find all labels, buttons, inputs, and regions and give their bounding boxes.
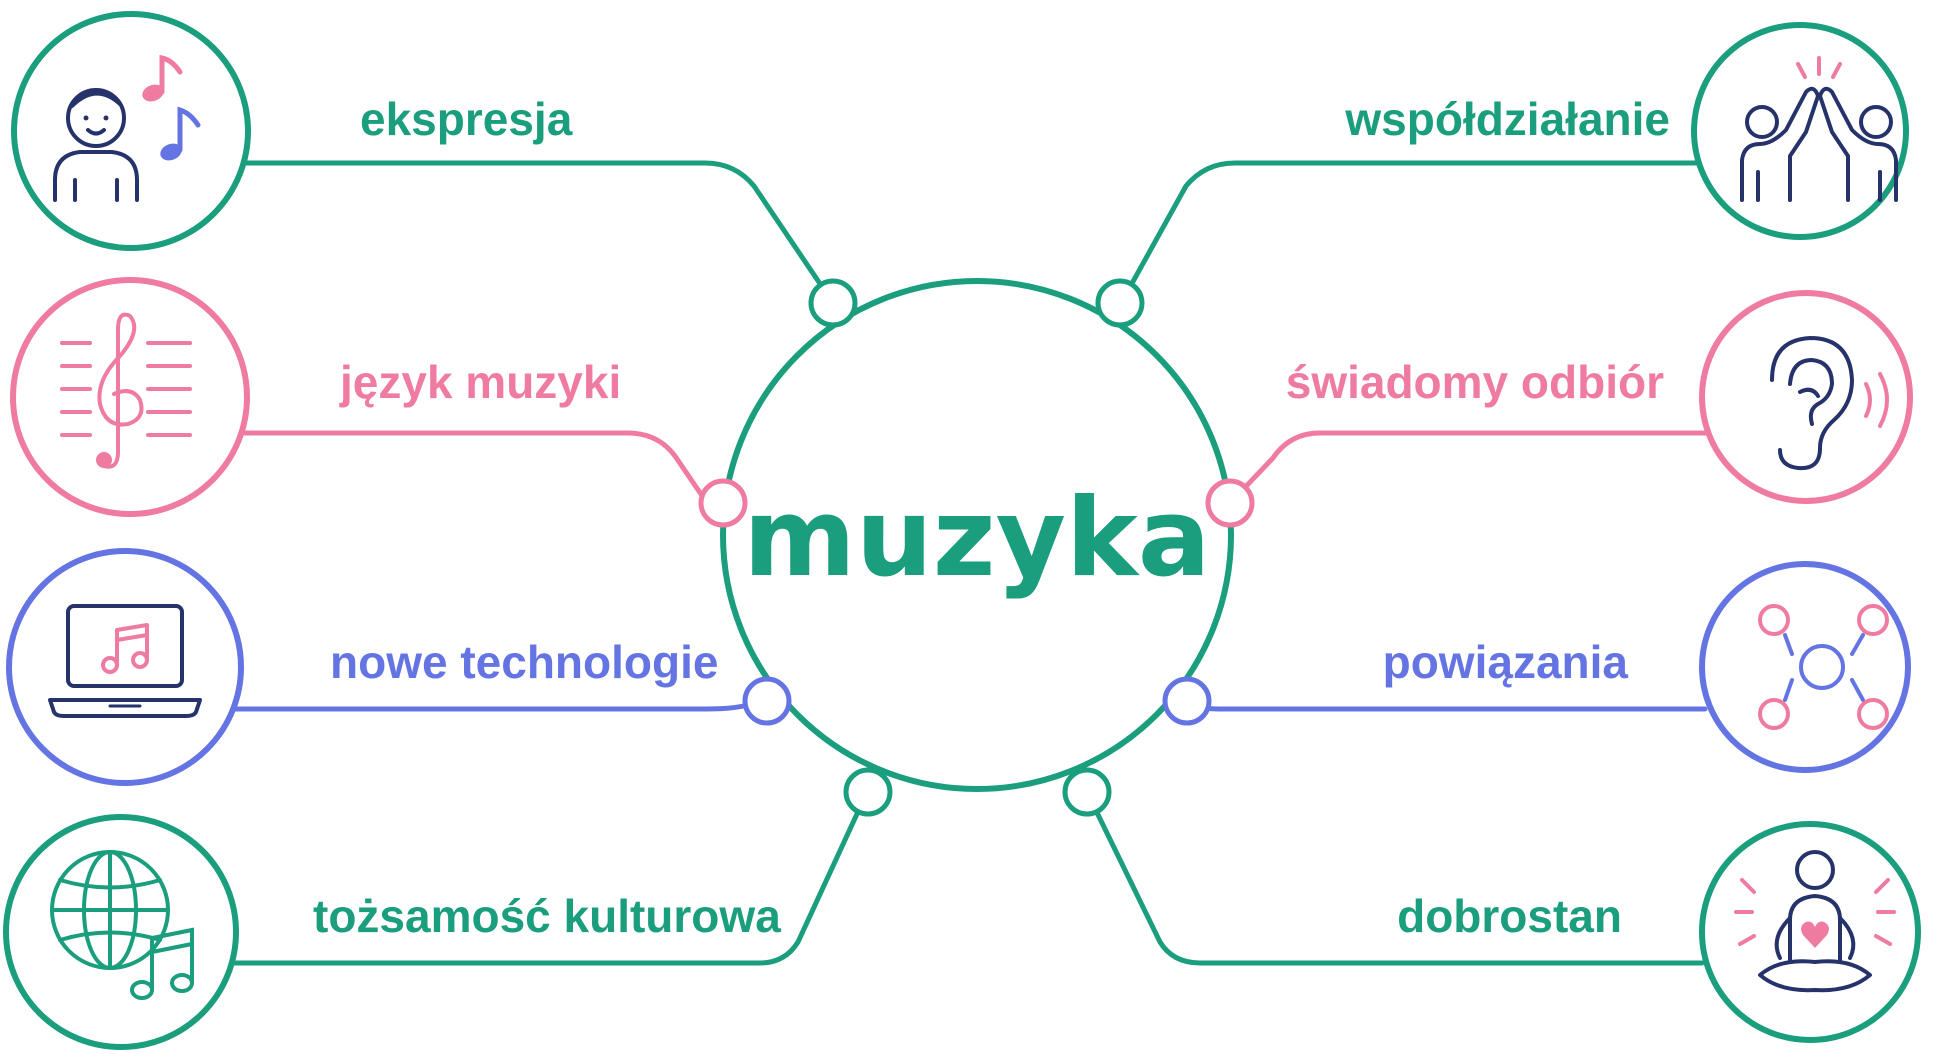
connector-jezyk-muzyki xyxy=(242,430,710,506)
label-tozsamosc-kulturowa: tożsamość kulturowa xyxy=(313,890,781,942)
connector-ekspresja xyxy=(242,160,836,306)
icon-circle-powiazania xyxy=(1699,561,1911,773)
connector-dobrostan xyxy=(1084,789,1705,966)
label-nowe-technologie: nowe technologie xyxy=(330,636,718,688)
label-wspoldzialanie: współdziałanie xyxy=(1344,93,1670,145)
high-five-icon xyxy=(1740,86,1898,202)
radiance-lines-icon xyxy=(1734,878,1896,946)
center-title: muzyka xyxy=(743,476,1210,601)
treble-clef-icon xyxy=(60,312,192,469)
heart-icon xyxy=(1801,921,1829,948)
junction-nodes xyxy=(698,278,1255,817)
node-ekspresja xyxy=(808,278,858,328)
icon-circle-nowe-technologie xyxy=(6,548,244,786)
connector-tozsamosc-kulturowa xyxy=(230,787,871,966)
music-note-blue-icon xyxy=(160,106,201,161)
spark-lines-icon xyxy=(1796,56,1842,79)
node-jezyk-muzyki xyxy=(698,478,748,528)
music-note-pink-icon xyxy=(142,54,183,102)
network-nodes-icon xyxy=(1758,604,1889,730)
node-nowe-technologie xyxy=(742,676,792,726)
laptop-music-icon xyxy=(48,604,202,718)
node-powiazania xyxy=(1162,676,1212,726)
connector-powiazania xyxy=(1184,700,1708,712)
label-powiazania: powiązania xyxy=(1383,636,1629,688)
label-jezyk-muzyki: język muzyki xyxy=(339,356,621,408)
icon-circle-dobrostan xyxy=(1699,821,1921,1043)
node-dobrostan xyxy=(1062,767,1112,817)
center-circle xyxy=(720,278,1234,792)
connector-wspoldzialanie xyxy=(1117,160,1710,308)
globe-music-icon xyxy=(50,850,194,1000)
icon-circle-ekspresja xyxy=(11,11,251,251)
connector-nowe-technologie xyxy=(231,698,770,712)
label-dobrostan: dobrostan xyxy=(1397,890,1622,942)
meditation-heart-icon xyxy=(1758,850,1872,993)
node-swiadomy-odbior xyxy=(1205,478,1255,528)
connector-swiadomy-odbior xyxy=(1227,430,1713,506)
node-tozsamosc-kulturowa xyxy=(843,767,893,817)
icon-circle-wspoldzialanie xyxy=(1691,22,1909,240)
icon-circle-swiadomy-odbior xyxy=(1699,290,1913,504)
child-with-music-notes-icon xyxy=(53,88,139,202)
icon-circle-tozsamosc-kulturowa xyxy=(3,814,239,1050)
label-swiadomy-odbior: świadomy odbiór xyxy=(1286,356,1664,408)
icon-circle-jezyk-muzyki xyxy=(10,277,250,517)
node-wspoldzialanie xyxy=(1095,278,1145,328)
ear-listening-icon xyxy=(1770,336,1889,471)
label-ekspresja: ekspresja xyxy=(360,93,573,145)
